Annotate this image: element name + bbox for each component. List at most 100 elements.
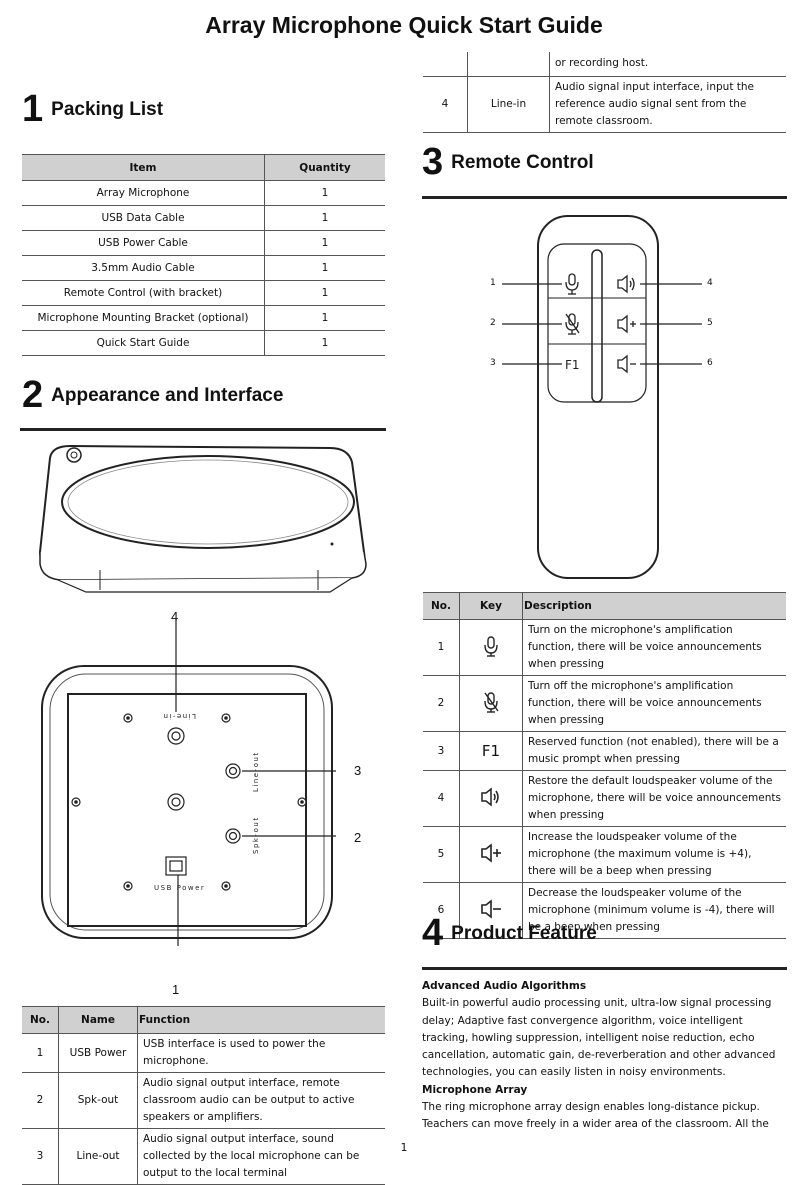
no-cell: 6 bbox=[423, 882, 460, 939]
column-header-no: No. bbox=[22, 1006, 59, 1034]
column-header-quantity: Quantity bbox=[264, 154, 385, 181]
item-cell: USB Power Cable bbox=[22, 230, 265, 256]
feature-paragraph: The ring microphone array design enables… bbox=[422, 1101, 769, 1131]
no-cell: 5 bbox=[423, 826, 460, 883]
item-cell: Quick Start Guide bbox=[22, 330, 265, 356]
section-divider bbox=[422, 196, 787, 199]
section-number: 1 bbox=[22, 88, 44, 130]
function-cell: Audio signal output interface, remote cl… bbox=[137, 1072, 385, 1129]
item-cell: Microphone Mounting Bracket (optional) bbox=[22, 305, 265, 331]
product-feature-text: Advanced Audio Algorithms Built-in power… bbox=[422, 978, 788, 1134]
name-cell: Line-in bbox=[467, 76, 550, 133]
table-row: 5 Increase the loudspeaker volume of the… bbox=[423, 826, 786, 883]
speaker-default-icon bbox=[481, 786, 499, 807]
remote-callout-2: 2 bbox=[490, 318, 496, 328]
section-divider bbox=[20, 428, 386, 431]
remote-callout-3: 3 bbox=[490, 358, 496, 368]
volume-up-icon bbox=[481, 842, 501, 863]
volume-down-icon bbox=[617, 354, 636, 374]
table-row: 4 Restore the default loudspeaker volume… bbox=[423, 770, 786, 827]
section-1-heading: 1 Packing List bbox=[22, 88, 163, 131]
description-cell: Reserved function (not enabled), there w… bbox=[522, 731, 786, 771]
no-cell: 2 bbox=[22, 1072, 59, 1129]
port-label-spk-out: Spk-out bbox=[252, 816, 260, 854]
quantity-cell: 1 bbox=[264, 330, 385, 356]
mic-on-icon bbox=[484, 635, 498, 657]
volume-up-icon bbox=[617, 314, 636, 334]
name-cell: USB Power bbox=[58, 1033, 138, 1073]
function-cell: or recording host. bbox=[549, 52, 786, 77]
key-cell bbox=[459, 619, 523, 676]
section-number: 2 bbox=[22, 374, 44, 416]
table-row: or recording host. bbox=[423, 52, 786, 77]
name-cell: Line-out bbox=[58, 1128, 138, 1185]
no-cell: 3 bbox=[22, 1128, 59, 1185]
no-cell bbox=[423, 52, 468, 77]
no-cell: 4 bbox=[423, 76, 468, 133]
quantity-cell: 1 bbox=[264, 305, 385, 331]
device-top-view-illustration bbox=[38, 444, 367, 593]
callout-2: 2 bbox=[354, 830, 362, 845]
port-label-line-out: Line-out bbox=[252, 751, 260, 792]
description-cell: Decrease the loudspeaker volume of the m… bbox=[522, 882, 786, 939]
page-title: Array Microphone Quick Start Guide bbox=[205, 12, 603, 38]
section-title: Appearance and Interface bbox=[51, 384, 284, 406]
key-cell bbox=[459, 826, 523, 883]
quantity-cell: 1 bbox=[264, 180, 385, 206]
key-cell bbox=[459, 675, 523, 732]
column-header-description: Description bbox=[522, 592, 786, 620]
volume-down-icon bbox=[481, 898, 501, 919]
description-cell: Turn off the microphone's amplification … bbox=[522, 675, 786, 732]
table-row: 2 Turn off the microphone's amplificatio… bbox=[423, 675, 786, 732]
item-cell: Array Microphone bbox=[22, 180, 265, 206]
section-title: Product Feature bbox=[451, 922, 597, 944]
section-number: 3 bbox=[422, 141, 444, 183]
function-cell: USB interface is used to power the micro… bbox=[137, 1033, 385, 1073]
mic-off-icon bbox=[484, 691, 499, 713]
no-cell: 2 bbox=[423, 675, 460, 732]
table-row: Microphone Mounting Bracket (optional)1 bbox=[22, 305, 385, 331]
key-cell-f1: F1 bbox=[459, 731, 523, 771]
description-cell: Turn on the microphone's amplification f… bbox=[522, 619, 786, 676]
mic-off-icon bbox=[565, 313, 580, 335]
table-row: 1 Turn on the microphone's amplification… bbox=[423, 619, 786, 676]
section-2-heading: 2 Appearance and Interface bbox=[22, 374, 283, 417]
description-cell: Restore the default loudspeaker volume o… bbox=[522, 770, 786, 827]
remote-keys-table: No. Key Description 1 Turn on the microp… bbox=[423, 592, 786, 939]
mic-on-icon bbox=[565, 273, 579, 295]
callout-3: 3 bbox=[354, 763, 362, 778]
feature-heading: Microphone Array bbox=[422, 1083, 528, 1096]
function-cell: Audio signal output interface, sound col… bbox=[137, 1128, 385, 1185]
page-number: 1 bbox=[400, 1141, 408, 1154]
callout-4: 4 bbox=[171, 609, 179, 624]
section-number: 4 bbox=[422, 912, 444, 954]
port-label-usb-power: USB Power bbox=[154, 884, 205, 892]
speaker-default-icon bbox=[617, 274, 635, 294]
column-header-name: Name bbox=[58, 1006, 138, 1034]
remote-control-illustration: F1 bbox=[502, 215, 702, 579]
item-cell: Remote Control (with bracket) bbox=[22, 280, 265, 306]
table-row: 6 Decrease the loudspeaker volume of the… bbox=[423, 882, 786, 939]
column-header-function: Function bbox=[137, 1006, 385, 1034]
table-row: 3 F1 Reserved function (not enabled), th… bbox=[423, 731, 786, 771]
name-cell bbox=[467, 52, 550, 77]
no-cell: 3 bbox=[423, 731, 460, 771]
section-divider bbox=[422, 967, 787, 970]
f1-key-label: F1 bbox=[565, 358, 580, 372]
name-cell: Spk-out bbox=[58, 1072, 138, 1129]
remote-callout-6: 6 bbox=[707, 358, 713, 368]
section-title: Remote Control bbox=[451, 151, 594, 173]
remote-callout-5: 5 bbox=[707, 318, 713, 328]
function-cell: Audio signal input interface, input the … bbox=[549, 76, 786, 133]
section-title: Packing List bbox=[51, 98, 164, 120]
column-header-key: Key bbox=[459, 592, 523, 620]
item-cell: USB Data Cable bbox=[22, 205, 265, 231]
